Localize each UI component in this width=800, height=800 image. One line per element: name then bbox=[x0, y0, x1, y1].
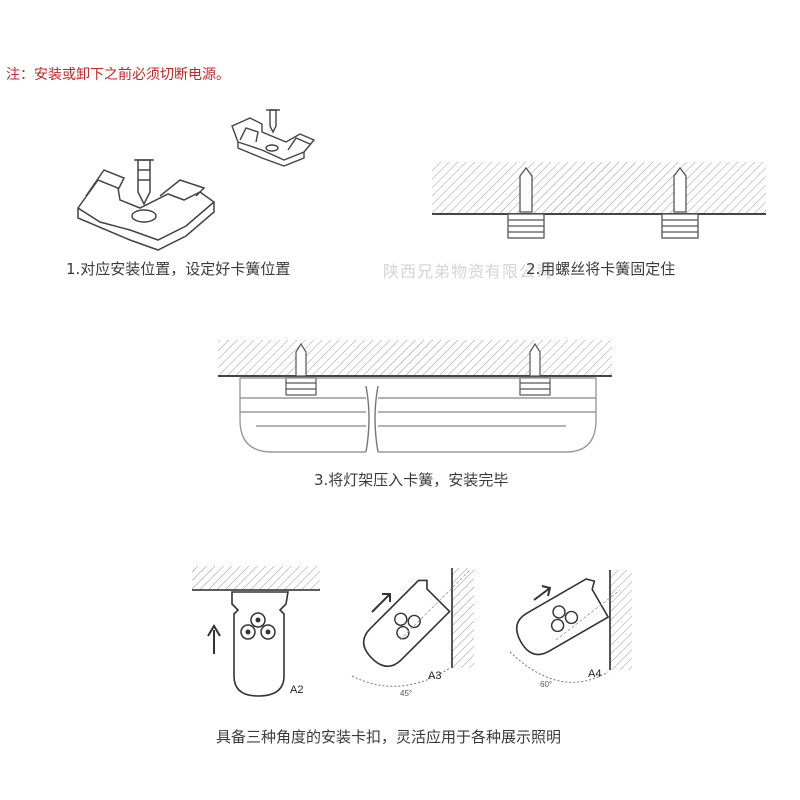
mount-a3 bbox=[351, 568, 474, 687]
spring-clip-large bbox=[76, 159, 216, 251]
light-fixture bbox=[239, 377, 597, 453]
angle-a4: 60° bbox=[540, 680, 553, 689]
angles-caption: 具备三种角度的安装卡扣，灵活应用于各种展示照明 bbox=[216, 728, 562, 746]
ceiling-step3 bbox=[218, 340, 612, 377]
clip-step2-right bbox=[661, 166, 699, 239]
mount-a4 bbox=[509, 570, 632, 683]
watermark: 陕西兄弟物资有限公司 bbox=[383, 262, 554, 281]
clip-step3-right bbox=[519, 342, 551, 396]
clip-step2-left bbox=[507, 166, 545, 239]
mount-a2 bbox=[192, 566, 320, 697]
label-a2: A2 bbox=[290, 684, 304, 696]
label-a4: A4 bbox=[588, 668, 602, 680]
angle-a3: 45° bbox=[400, 689, 413, 698]
step2-caption: 2.用螺丝将卡簧固定住 bbox=[526, 260, 676, 278]
ceiling-step2 bbox=[432, 162, 766, 215]
step1-caption: 1.对应安装位置，设定好卡簧位置 bbox=[66, 260, 291, 278]
step3-caption: 3.将灯架压入卡簧，安装完毕 bbox=[314, 471, 509, 489]
spring-clip-small bbox=[231, 109, 316, 167]
label-a3: A3 bbox=[428, 670, 442, 682]
safety-note: 注：安装或卸下之前必须切断电源。 bbox=[6, 67, 230, 83]
clip-step3-left bbox=[285, 342, 317, 396]
